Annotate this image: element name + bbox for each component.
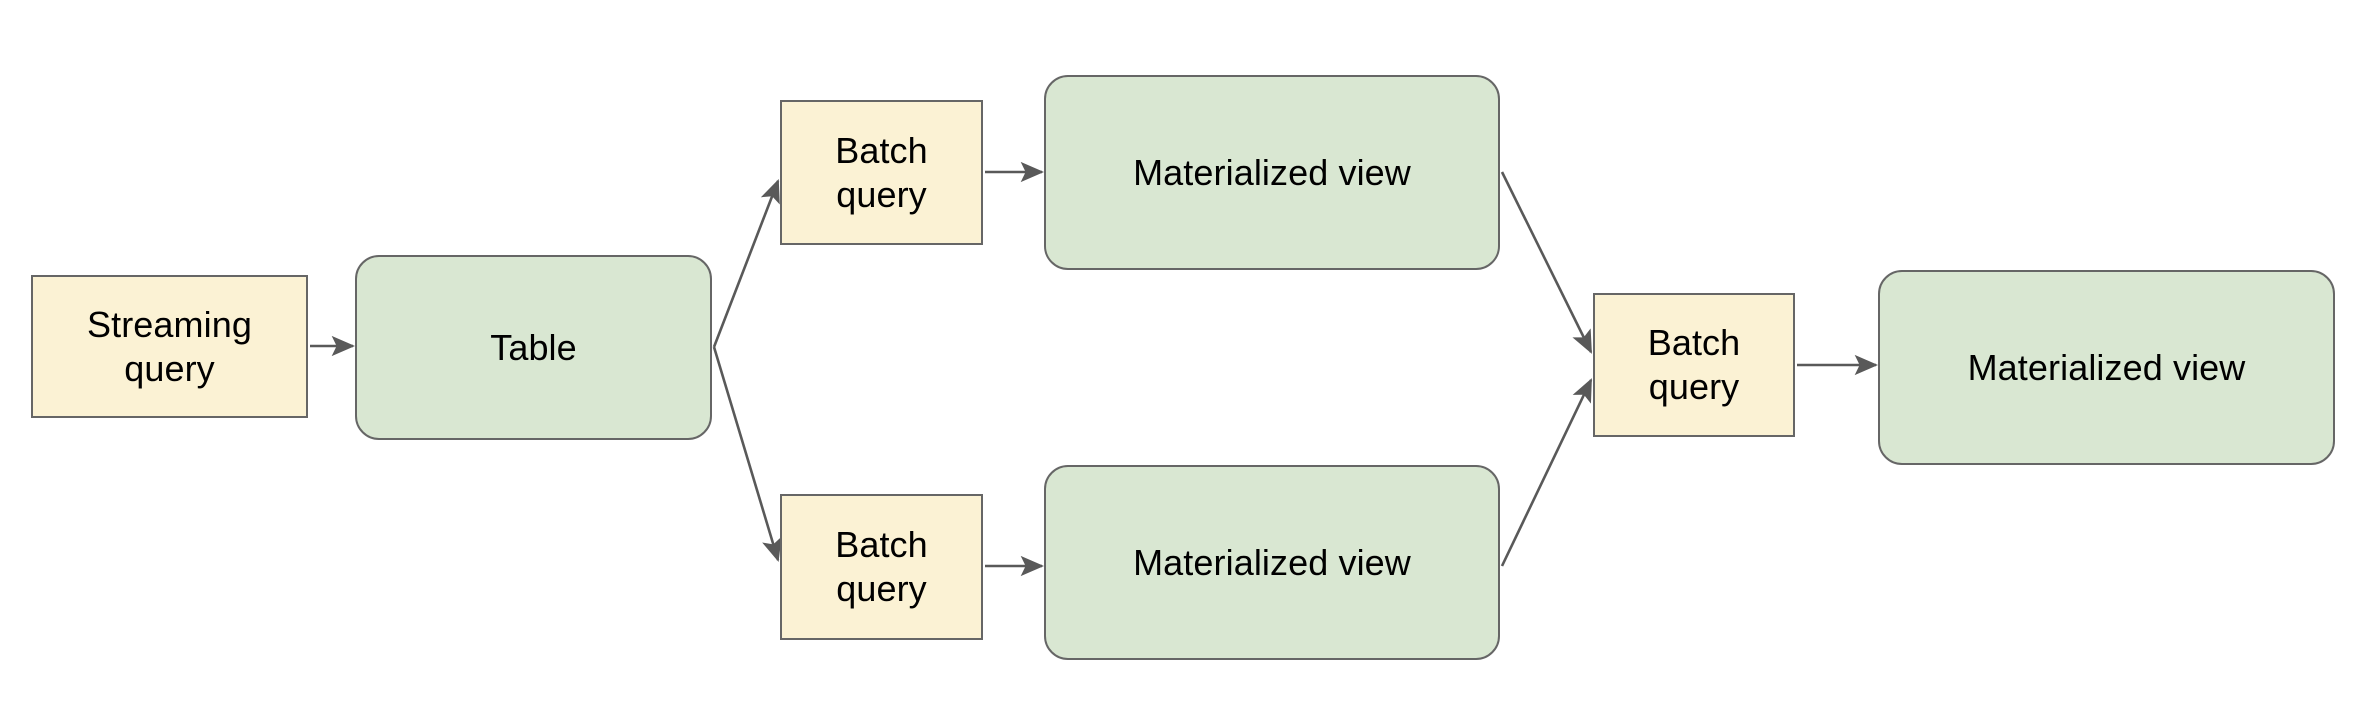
node-batch-query-bottom-label: Batch query: [835, 524, 928, 609]
node-materialized-view-bottom[interactable]: Materialized view: [1044, 465, 1500, 660]
edge-materialized-view-top-to-batch-query-merge: [1500, 171, 1593, 354]
node-materialized-view-bottom-label: Materialized view: [1133, 541, 1411, 583]
node-materialized-view-top-label: Materialized view: [1133, 151, 1411, 193]
edge-materialized-view-bottom-to-batch-query-merge: [1500, 378, 1593, 567]
node-table[interactable]: Table: [355, 255, 712, 440]
node-batch-query-top-label: Batch query: [835, 129, 928, 215]
node-batch-query-merge[interactable]: Batch query: [1593, 293, 1795, 437]
node-streaming-query[interactable]: Streaming query: [31, 275, 308, 418]
node-table-label: Table: [490, 326, 577, 368]
node-materialized-view-final-label: Materialized view: [1967, 346, 2246, 388]
node-materialized-view-top[interactable]: Materialized view: [1044, 75, 1500, 270]
node-batch-query-merge-label: Batch query: [1647, 322, 1741, 407]
node-batch-query-bottom[interactable]: Batch query: [780, 494, 983, 640]
node-materialized-view-final[interactable]: Materialized view: [1878, 270, 2335, 465]
node-streaming-query-label: Streaming query: [87, 303, 252, 389]
edge-table-to-batch-query-top: [712, 179, 780, 348]
node-batch-query-top[interactable]: Batch query: [780, 100, 983, 245]
edge-table-to-batch-query-bottom: [712, 346, 782, 562]
